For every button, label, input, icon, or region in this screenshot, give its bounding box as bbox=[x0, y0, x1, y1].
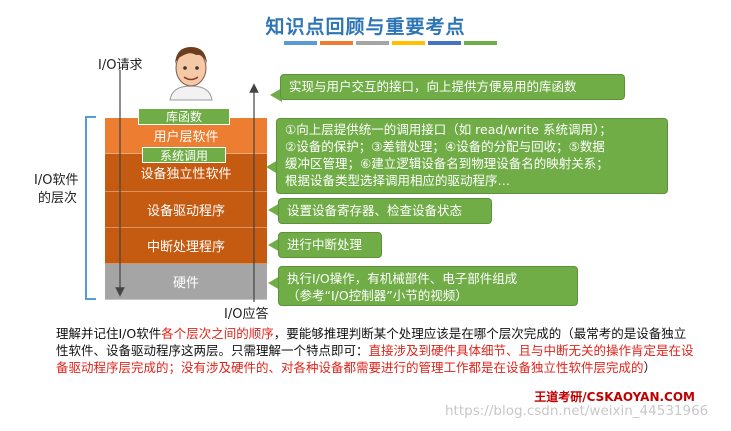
io-request-label: I/O请求 bbox=[98, 58, 143, 73]
callout-line: （参考“I/O控制器”小节的视频） bbox=[287, 288, 468, 303]
title-stripe bbox=[320, 41, 353, 45]
summary-highlight: 直接涉及到硬件具体细节、且与中断无关的操作肯定是在设备驱动程序层完成的；没有涉及… bbox=[56, 343, 694, 375]
layers-bracket bbox=[85, 116, 96, 300]
layer-device-driver: 设备驱动程序 bbox=[105, 192, 267, 228]
summary-text: 理解并记住I/O软件 bbox=[56, 326, 162, 341]
callout-pointer bbox=[268, 276, 280, 290]
callout-pointer bbox=[268, 238, 280, 252]
callout-pointer bbox=[266, 160, 278, 174]
callout-user-layer: 实现与用户交互的接口，向上提供方便易用的库函数 bbox=[280, 74, 625, 100]
title-stripes bbox=[284, 41, 497, 45]
system-call-tag: 系统调用 bbox=[142, 147, 226, 163]
callout-pointer bbox=[268, 203, 280, 217]
summary-text: ，要能够推理判断某个处理应该是在哪个层次完成的（最常考的是设备独立性软件、设备驱… bbox=[56, 326, 687, 358]
title-stripe bbox=[356, 41, 389, 45]
callout-hardware: 执行I/O操作，有机械部件、电子部件组成 （参考“I/O控制器”小节的视频） bbox=[278, 266, 578, 306]
io-flow-arrows bbox=[115, 70, 259, 302]
summary-highlight: 各个层次之间的顺序 bbox=[161, 326, 274, 341]
callout-device-driver: 设置设备寄存器、检查设备状态 bbox=[278, 198, 492, 224]
title-stripe bbox=[464, 41, 497, 45]
watermark-url: https://blog.csdn.net/weixin_44531966 bbox=[445, 403, 709, 419]
page-title: 知识点回顾与重要考点 bbox=[265, 16, 466, 38]
callout-device-independent: ①向上层提供统一的调用接口（如 read/write 系统调用）； ②设备的保护… bbox=[276, 118, 668, 194]
callout-line: 根据设备类型选择调用相应的驱动程序… bbox=[285, 173, 511, 188]
user-avatar-icon bbox=[169, 47, 213, 101]
callout-line: ①向上层提供统一的调用接口（如 read/write 系统调用）； bbox=[285, 122, 612, 137]
summary-paragraph: 理解并记住I/O软件各个层次之间的顺序，要能够推理判断某个处理应该是在哪个层次完… bbox=[56, 325, 696, 376]
summary-text: ） bbox=[643, 360, 657, 375]
callout-line: 执行I/O操作，有机械部件、电子部件组成 bbox=[287, 271, 518, 286]
io-layers-label-line2: 的层次 bbox=[38, 191, 78, 206]
library-function-tag: 库函数 bbox=[138, 108, 230, 125]
io-layers-label-line1: I/O软件 bbox=[34, 173, 79, 188]
title-stripe bbox=[428, 41, 461, 45]
title-stripe bbox=[284, 41, 317, 45]
callout-pointer bbox=[270, 88, 282, 102]
layer-device-independent-software: 设备独立性软件 bbox=[105, 154, 267, 192]
callout-line: ②设备的保护；③差错处理；④设备的分配与回收；⑤数据 bbox=[285, 139, 605, 154]
title-stripe bbox=[392, 41, 425, 45]
footer-brand: 王道考研/CSKAOYAN.COM bbox=[534, 390, 695, 404]
layer-interrupt-handler: 中断处理程序 bbox=[105, 228, 267, 264]
callout-line: 缓冲区管理；⑥建立逻辑设备名到物理设备名的映射关系； bbox=[285, 156, 609, 171]
layer-hardware: 硬件 bbox=[105, 264, 267, 300]
callout-interrupt: 进行中断处理 bbox=[278, 232, 382, 258]
io-response-label: I/O应答 bbox=[224, 307, 269, 322]
